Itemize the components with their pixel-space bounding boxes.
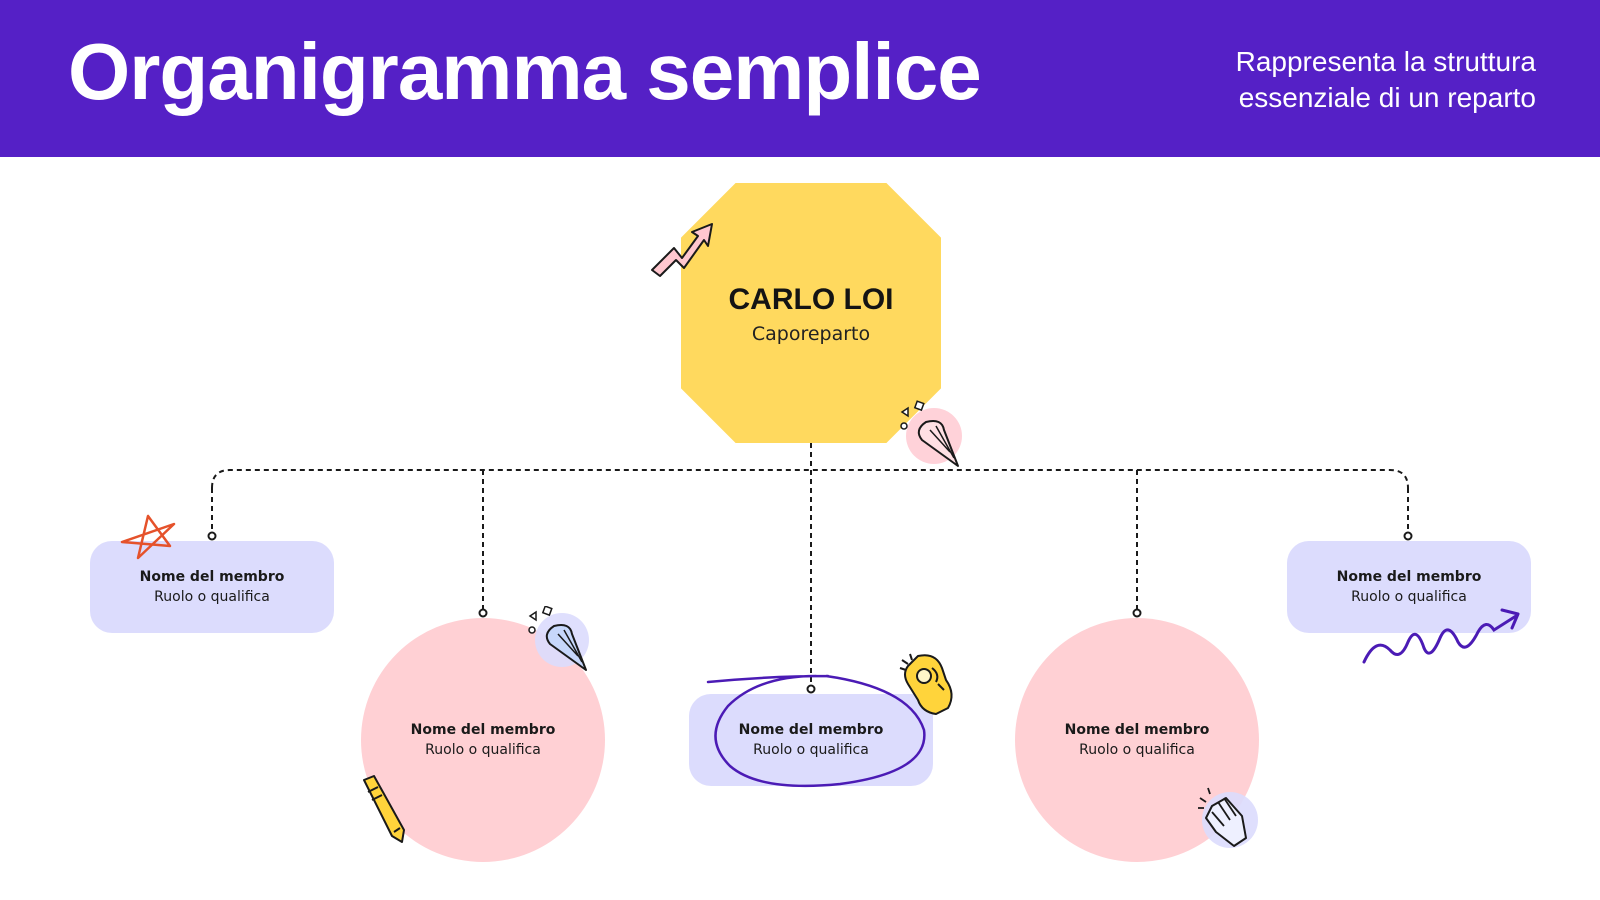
head-role: Caporeparto — [751, 323, 871, 345]
member-name: Nome del membro — [1336, 569, 1482, 585]
connector-dot-4 — [1132, 608, 1142, 618]
member-name: Nome del membro — [410, 722, 556, 738]
connector-dot-2 — [478, 608, 488, 618]
pencil-icon — [363, 775, 405, 843]
squiggle-arrow-icon — [1362, 608, 1520, 664]
ok-hand-icon — [899, 653, 953, 715]
member-card-5: Nome del membro Ruolo o qualifica — [1287, 541, 1531, 633]
party-popper-icon — [528, 606, 589, 671]
member-role: Ruolo o qualifica — [1079, 742, 1195, 758]
member-role: Ruolo o qualifica — [1351, 589, 1467, 605]
header-banner: Organigramma semplice Rappresenta la str… — [0, 0, 1600, 157]
member-card-1: Nome del membro Ruolo o qualifica — [90, 541, 334, 633]
member-name: Nome del membro — [738, 722, 884, 738]
member-name: Nome del membro — [1064, 722, 1210, 738]
connector-dot-1 — [207, 531, 217, 541]
connector-dot-5 — [1403, 531, 1413, 541]
member-role: Ruolo o qualifica — [425, 742, 541, 758]
head-node: CARLO LOI Caporeparto — [681, 183, 941, 443]
member-name: Nome del membro — [139, 569, 285, 585]
member-card-4: Nome del membro Ruolo o qualifica — [1015, 618, 1259, 862]
scribble-circle — [706, 674, 926, 788]
connector-bus — [211, 469, 1409, 489]
party-popper-icon — [900, 400, 962, 467]
member-card-2: Nome del membro Ruolo o qualifica — [361, 618, 605, 862]
member-role: Ruolo o qualifica — [154, 589, 270, 605]
page-title: Organigramma semplice — [68, 27, 982, 116]
zigzag-arrow-icon — [651, 223, 713, 277]
page-subtitle: Rappresenta la struttura essenziale di u… — [1235, 46, 1536, 113]
star-scribble-icon — [120, 514, 176, 560]
clapping-hands-icon — [1198, 787, 1258, 848]
head-name: CARLO LOI — [728, 283, 894, 316]
member-role: Ruolo o qualifica — [753, 742, 869, 758]
